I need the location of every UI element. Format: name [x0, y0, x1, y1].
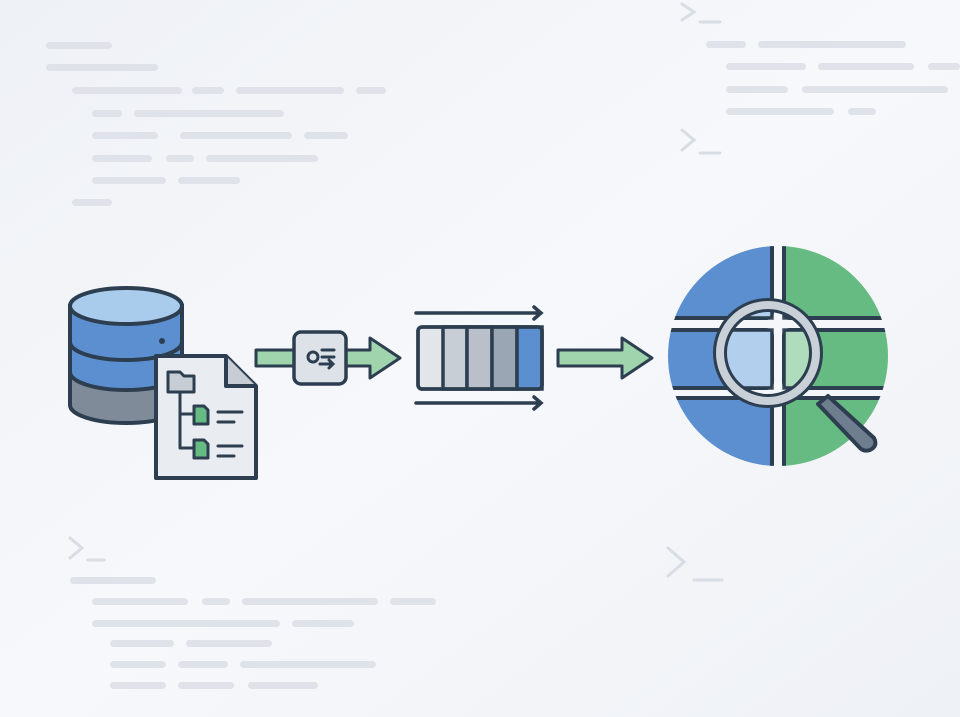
arrow-to-globe	[556, 336, 654, 380]
magnifier-icon	[713, 298, 878, 453]
queue-icon	[414, 305, 544, 411]
document-tree-icon	[154, 354, 258, 480]
transform-icon	[292, 330, 348, 386]
background-code-lines	[46, 41, 960, 689]
terminal-prompt-icon	[68, 2, 724, 582]
